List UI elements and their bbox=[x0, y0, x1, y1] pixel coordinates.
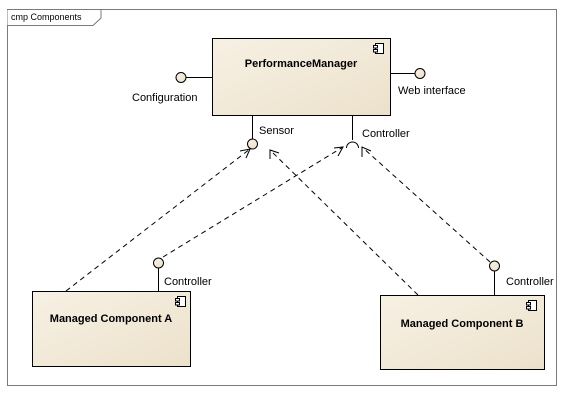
interface-web[interactable]: Web interface bbox=[391, 68, 466, 98]
interface-controller-b[interactable]: Controller bbox=[489, 260, 555, 295]
dependency-controller-a bbox=[162, 146, 344, 258]
interface-label: Configuration bbox=[132, 92, 197, 104]
arrowhead-b-sensor bbox=[269, 149, 280, 159]
socket-icon bbox=[346, 141, 359, 149]
interface-label: Controller bbox=[506, 276, 554, 288]
dependency-arrows bbox=[65, 146, 491, 296]
dependency-b-to-sensor bbox=[269, 149, 419, 296]
component-managed-b[interactable]: Managed Component B bbox=[380, 295, 545, 370]
interface-controller-required[interactable]: Controller bbox=[346, 116, 411, 149]
interface-sensor[interactable]: Sensor bbox=[247, 116, 295, 150]
component-name: PerformanceManager bbox=[245, 58, 358, 70]
component-icon bbox=[175, 296, 186, 307]
component-icon bbox=[373, 43, 384, 54]
lollipop-icon bbox=[414, 68, 426, 79]
interface-controller-a[interactable]: Controller bbox=[153, 257, 213, 291]
interface-label: Web interface bbox=[398, 85, 466, 97]
interface-label: Sensor bbox=[259, 125, 294, 137]
component-name: Managed Component A bbox=[50, 313, 172, 325]
frame-label: cmp Components bbox=[11, 12, 82, 22]
lollipop-icon bbox=[489, 260, 500, 272]
dependency-controller-b bbox=[361, 146, 491, 263]
lollipop-icon bbox=[175, 72, 187, 83]
interface-label: Controller bbox=[362, 128, 410, 140]
component-performance-manager[interactable]: PerformanceManager bbox=[212, 38, 391, 116]
interface-configuration[interactable]: Configuration bbox=[132, 72, 212, 105]
arrowhead-controller-a bbox=[333, 146, 344, 157]
component-icon bbox=[526, 300, 537, 311]
interface-label: Controller bbox=[164, 276, 212, 288]
component-name: Managed Component B bbox=[401, 318, 524, 330]
dependency-a-to-sensor bbox=[65, 148, 251, 292]
arrowhead-controller-b bbox=[361, 146, 372, 157]
arrowhead-a-sensor bbox=[239, 148, 251, 159]
lollipop-icon bbox=[153, 257, 164, 269]
lollipop-icon bbox=[247, 138, 258, 150]
component-managed-a[interactable]: Managed Component A bbox=[32, 291, 191, 367]
